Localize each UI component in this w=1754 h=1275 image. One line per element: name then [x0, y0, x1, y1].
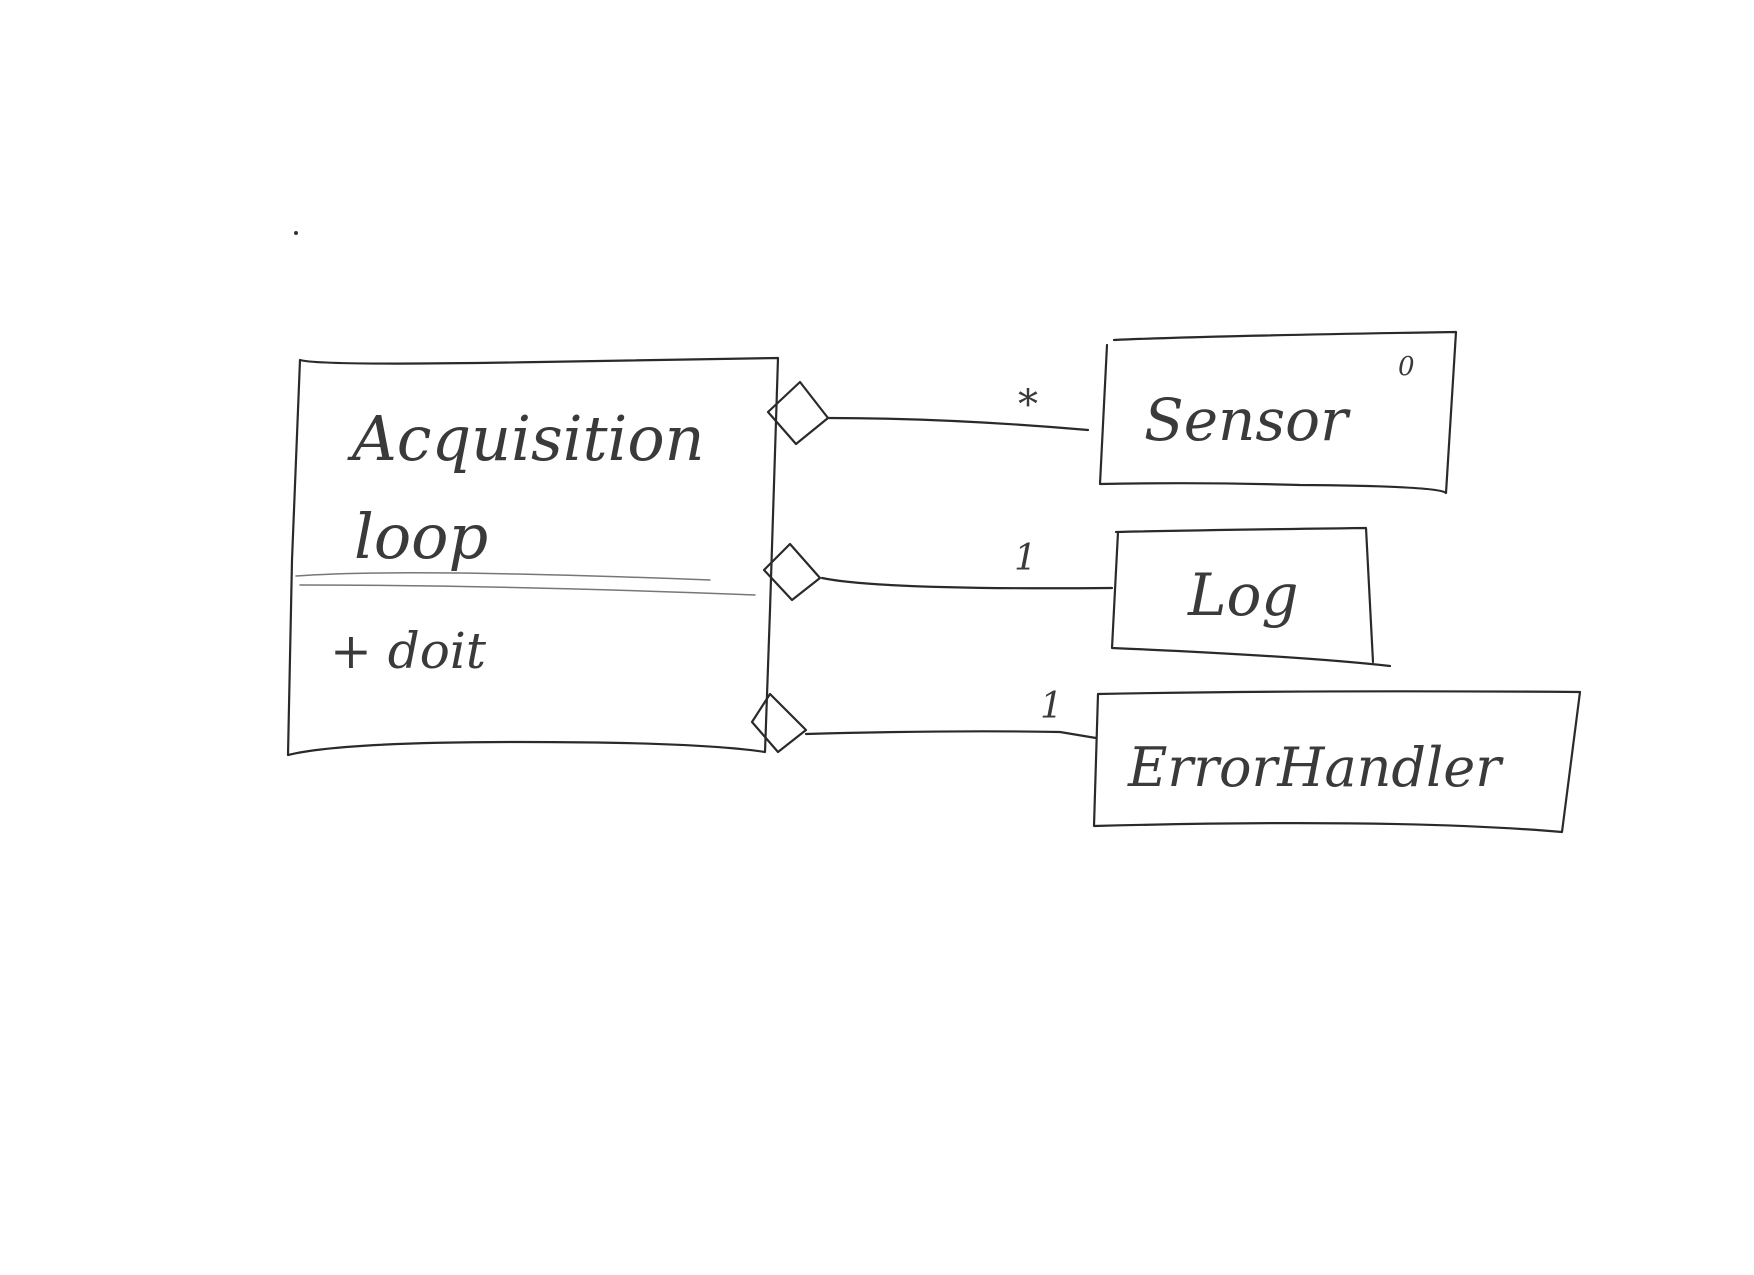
association-log: 1: [762, 538, 1114, 602]
association-sensor: *: [766, 380, 1090, 446]
class-box-log: [1110, 526, 1392, 668]
multiplicity-label: 1: [1040, 686, 1063, 727]
class-acquisition-loop: Acquisition loop + doit: [286, 356, 780, 757]
class-box-sensor: [1098, 330, 1458, 495]
class-name-log: Log: [1187, 561, 1299, 629]
class-error-handler: ErrorHandler: [1092, 690, 1582, 834]
compartment-divider: [295, 572, 711, 581]
stray-dot: [294, 231, 298, 235]
compartment-divider-2: [299, 584, 756, 596]
class-name-line1: Acquisition: [347, 402, 705, 475]
class-name-line2: loop: [354, 500, 488, 573]
class-box-acquisition-loop: [286, 356, 780, 757]
class-operation: + doit: [330, 622, 487, 680]
class-name-sensor: Sensor: [1144, 386, 1351, 454]
class-log: Log: [1110, 526, 1392, 668]
association-error-handler: 1: [750, 686, 1098, 754]
multiplicity-label: *: [1018, 382, 1038, 428]
sensor-marker: 0: [1398, 352, 1415, 382]
association-line: [820, 576, 1114, 590]
multiplicity-label: 1: [1014, 538, 1037, 579]
association-line: [804, 730, 1098, 740]
association-line: [826, 416, 1090, 432]
aggregation-diamond-icon: [750, 692, 808, 754]
class-sensor: Sensor 0: [1098, 330, 1458, 495]
class-name-error-handler: ErrorHandler: [1127, 736, 1504, 799]
class-box-error-handler: [1092, 690, 1582, 834]
aggregation-diamond-icon: [762, 542, 822, 602]
